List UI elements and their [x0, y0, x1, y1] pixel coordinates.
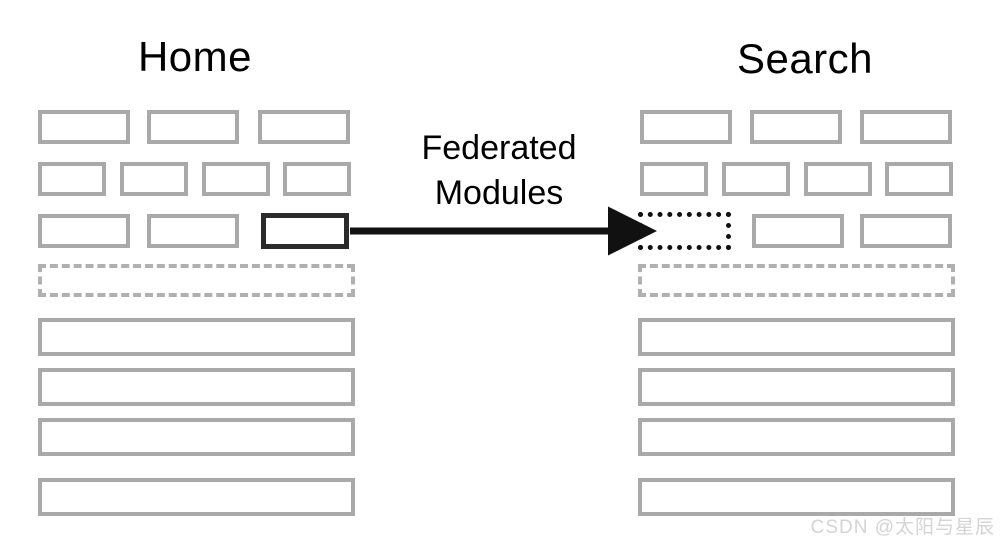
module-home-r2-3	[202, 162, 270, 196]
module-search-r3-3	[860, 214, 952, 248]
arrow-caption-federated-modules: Federated Modules	[421, 129, 577, 212]
module-home-r3-2	[147, 214, 239, 248]
module-search-r7-1	[638, 418, 955, 456]
module-search-r3-2	[752, 214, 844, 248]
module-home-r8-1	[38, 478, 355, 516]
module-home-r3-1	[38, 214, 130, 248]
module-home-r2-2	[120, 162, 188, 196]
module-home-r1-3	[258, 110, 350, 144]
module-home-r2-1	[38, 162, 106, 196]
module-search-r4-1	[638, 264, 955, 297]
module-search-r5-1	[638, 318, 955, 356]
module-home-r7-1	[38, 418, 355, 456]
module-home-r5-1	[38, 318, 355, 356]
column-title-home: Home	[137, 33, 253, 80]
source-module[interactable]	[261, 213, 349, 249]
module-search-r6-1	[638, 368, 955, 406]
module-search-r2-2	[722, 162, 790, 196]
column-title-search: Search	[736, 35, 874, 82]
module-home-r2-4	[283, 162, 351, 196]
module-search-r2-4	[885, 162, 953, 196]
module-search-r8-1	[638, 478, 955, 516]
module-search-r2-3	[804, 162, 872, 196]
module-home-r1-2	[147, 110, 239, 144]
module-search-r1-2	[750, 110, 842, 144]
watermark: CSDN @太阳与星辰	[810, 517, 995, 538]
module-home-r4-1	[38, 264, 355, 297]
module-home-r1-1	[38, 110, 130, 144]
module-search-r1-3	[860, 110, 952, 144]
module-search-r1-1	[640, 110, 732, 144]
module-search-r2-1	[640, 162, 708, 196]
module-home-r6-1	[38, 368, 355, 406]
